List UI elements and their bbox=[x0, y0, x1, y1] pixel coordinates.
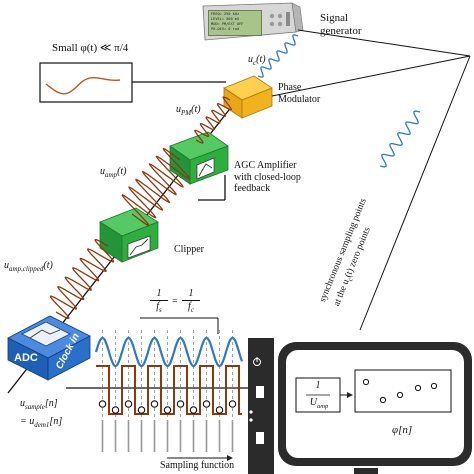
equation-tc: 1 fc bbox=[182, 288, 200, 314]
generator-display: FREQ= 250 kHz LEVEL= 500 mV MOD= PM/EXT … bbox=[208, 10, 262, 36]
adc-block bbox=[7, 315, 91, 381]
monitor-tower bbox=[248, 338, 274, 474]
sample-point bbox=[228, 400, 237, 408]
generator-display-line: MOD= PM/EXT OFF bbox=[211, 22, 244, 26]
sample-point bbox=[124, 400, 133, 408]
sample-point bbox=[176, 400, 185, 408]
phase-output-plot bbox=[354, 369, 452, 413]
carrier-sine-bottom bbox=[94, 336, 244, 368]
amp-wave bbox=[121, 147, 191, 227]
generator-display-line: LEVEL= 500 mV bbox=[211, 17, 240, 21]
sample-point bbox=[163, 406, 172, 414]
carrier-wave-top bbox=[257, 34, 299, 78]
sample-points bbox=[98, 400, 237, 414]
sampling-function-bars bbox=[101, 420, 234, 452]
carrier-wave-side bbox=[379, 110, 421, 168]
uc-label: uc(t) bbox=[248, 54, 266, 67]
clipped-square-bottom bbox=[96, 365, 242, 415]
monitor bbox=[248, 338, 472, 474]
adc-label: ADC bbox=[14, 352, 38, 364]
sample-point bbox=[202, 400, 211, 408]
phase-plot bbox=[39, 62, 226, 103]
clipper-label: Clipper bbox=[174, 244, 204, 255]
sync-lines bbox=[271, 29, 471, 331]
gain-denominator: Uamp bbox=[309, 397, 329, 410]
phase-modulator-label: Phase Modulator bbox=[278, 82, 321, 105]
sample-point bbox=[137, 406, 146, 414]
usample-label: usample[n] bbox=[20, 398, 58, 411]
agc-label: AGC Amplifier with closed-loop feedback bbox=[234, 160, 301, 194]
signal-generator-label: Signal generator bbox=[320, 12, 362, 37]
sample-point bbox=[215, 406, 224, 414]
clipped-wave bbox=[49, 238, 115, 320]
generator-display-line: FREQ= 250 kHz bbox=[211, 12, 240, 16]
phase-plot-title: Small φ(t) ≪ π/4 bbox=[52, 42, 129, 54]
phase-modulator-block bbox=[223, 75, 273, 119]
phase-trace bbox=[45, 76, 121, 95]
sampling-function-label: Sampling function bbox=[160, 460, 235, 471]
upm-label: uPM(t) bbox=[176, 104, 201, 117]
generator-display-line: PH.DEV= 0 rad bbox=[211, 27, 240, 31]
equation-equals: = bbox=[172, 296, 178, 307]
equation-ts: 1 fs bbox=[150, 288, 168, 314]
agc-amplifier-block bbox=[169, 131, 229, 185]
udem-label: = udem1[n] bbox=[20, 416, 63, 429]
sample-point bbox=[150, 400, 159, 408]
pm-wave bbox=[194, 96, 232, 144]
gain-numerator: 1 bbox=[315, 380, 321, 391]
uamp-label: uamp(t) bbox=[100, 166, 127, 179]
sample-point bbox=[98, 400, 107, 408]
sample-point bbox=[189, 406, 198, 414]
uclip-label: uamp,clipped(t) bbox=[4, 260, 53, 273]
sample-point bbox=[111, 406, 120, 414]
clipper-block bbox=[99, 207, 159, 263]
phase-output-label: φ[n] bbox=[392, 424, 413, 436]
